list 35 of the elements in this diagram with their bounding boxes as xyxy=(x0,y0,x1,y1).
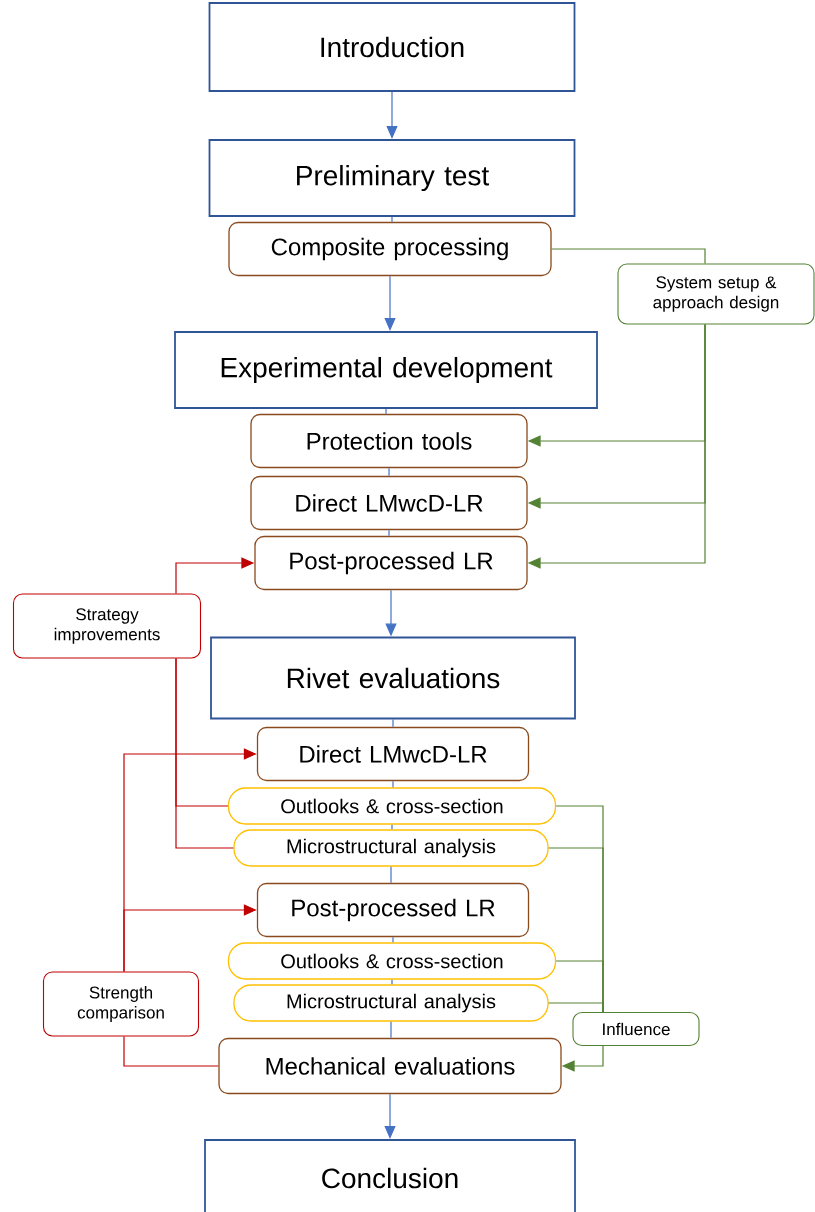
connector-line xyxy=(388,529,390,537)
note-box: Strategy improvements xyxy=(12,593,202,659)
stage-box: Preliminary test xyxy=(208,139,576,217)
connector-line xyxy=(391,824,393,830)
process-box: Post-processed LR xyxy=(256,882,530,938)
note-box: Influence xyxy=(572,1011,700,1047)
process-box: Direct LMwcD-LR xyxy=(256,726,530,782)
connector-line xyxy=(390,1021,392,1039)
connector-line xyxy=(392,936,394,943)
connector-line xyxy=(551,248,706,265)
stage-box: Experimental development xyxy=(174,331,598,409)
process-box: Direct LMwcD-LR xyxy=(250,475,528,531)
connector-line xyxy=(392,780,394,788)
connector-line xyxy=(391,216,393,223)
stage-box: Rivet evaluations xyxy=(210,636,576,720)
connector-line xyxy=(392,718,394,728)
analysis-pill: Outlooks & cross-section xyxy=(227,787,557,825)
connector-line xyxy=(123,1035,219,1067)
connector-line xyxy=(385,408,387,415)
process-box: Protection tools xyxy=(250,413,528,469)
stage-box: Introduction xyxy=(208,2,576,92)
connector-line xyxy=(175,657,234,849)
note-box: Strength comparison xyxy=(42,971,200,1037)
process-box: Mechanical evaluations xyxy=(218,1037,562,1095)
note-box: System setup & approach design xyxy=(617,263,815,325)
analysis-pill: Microstructural analysis xyxy=(233,984,549,1022)
process-box: Composite processing xyxy=(228,221,552,277)
process-box: Post-processed LR xyxy=(254,535,528,591)
connector-line xyxy=(548,1002,604,1013)
connector-line xyxy=(388,467,390,477)
connector-line xyxy=(391,979,393,985)
analysis-pill: Microstructural analysis xyxy=(233,829,549,867)
analysis-pill: Outlooks & cross-section xyxy=(227,942,557,980)
stage-box: Conclusion xyxy=(204,1139,576,1212)
connector-line xyxy=(390,866,392,884)
